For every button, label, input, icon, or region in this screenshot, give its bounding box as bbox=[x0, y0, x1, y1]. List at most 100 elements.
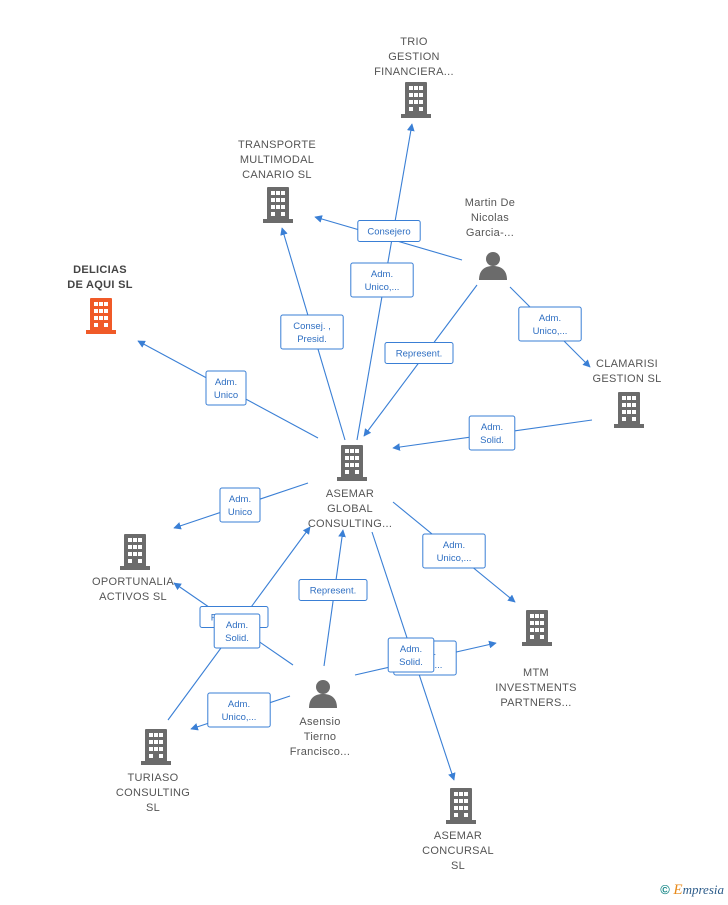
node-label: FINANCIERA... bbox=[374, 66, 454, 78]
edge-label-e12[interactable]: Adm. Solid. bbox=[213, 613, 261, 649]
node-asensio[interactable]: AsensioTiernoFrancisco... bbox=[290, 680, 350, 758]
node-label: Garcia-... bbox=[466, 227, 514, 239]
building-icon bbox=[141, 729, 171, 765]
node-label: CANARIO SL bbox=[242, 169, 312, 181]
node-label: Martin De bbox=[465, 197, 515, 209]
edge-label-text: Unico,... bbox=[437, 553, 472, 564]
edge-label-box bbox=[384, 342, 454, 364]
edge-label-text: Unico,... bbox=[222, 712, 257, 723]
node-label: CLAMARISI bbox=[596, 358, 658, 370]
node-label: INVESTMENTS bbox=[495, 682, 577, 694]
edge-label-e9[interactable]: Adm. Unico,... bbox=[422, 533, 486, 569]
edge-label-text: Adm. bbox=[228, 699, 250, 710]
node-label: Asensio bbox=[299, 716, 340, 728]
node-concursal[interactable]: ASEMAR CONCURSAL SL bbox=[422, 788, 494, 872]
node-mtm[interactable]: MTM INVESTMENTS PARTNERS... bbox=[495, 610, 577, 709]
copyright-icon: © bbox=[660, 882, 670, 897]
edge-label-text: Unico bbox=[228, 507, 252, 518]
node-label: MULTIMODAL bbox=[240, 154, 314, 166]
node-label: Tierno bbox=[304, 731, 337, 743]
building-icon bbox=[446, 788, 476, 824]
building-icon bbox=[120, 534, 150, 570]
building-icon bbox=[614, 392, 644, 428]
edge-label-e10[interactable]: Represent. bbox=[298, 579, 368, 601]
node-label: ACTIVOS SL bbox=[99, 591, 167, 603]
edge-label-box bbox=[468, 415, 516, 451]
node-label: Nicolas bbox=[471, 212, 509, 224]
edge-label-e5[interactable]: Represent. bbox=[384, 342, 454, 364]
edge-label-e8[interactable]: Adm. Unico bbox=[219, 487, 261, 523]
edge-label-text: Adm. bbox=[226, 620, 248, 631]
edge-label-e1[interactable]: Adm. Unico,... bbox=[350, 262, 414, 298]
person-icon bbox=[309, 680, 337, 708]
edge-label-text: Represent. bbox=[310, 586, 356, 597]
nodes-layer: TRIO GESTION FINANCIERA... TRANSPORTE MULTIM… bbox=[67, 36, 661, 872]
node-label: Francisco... bbox=[290, 746, 350, 758]
node-label: SL bbox=[146, 802, 160, 814]
node-label: GLOBAL bbox=[327, 503, 373, 515]
edge-label-box bbox=[213, 613, 261, 649]
edge-label-e7[interactable]: Adm. Solid. bbox=[468, 415, 516, 451]
node-label: DELICIAS bbox=[73, 264, 127, 276]
edge-label-text: Adm. bbox=[481, 422, 503, 433]
edge-label-e4[interactable]: Consejero bbox=[357, 220, 421, 242]
edge-label-text: Unico bbox=[214, 390, 238, 401]
edge-label-box bbox=[207, 692, 271, 728]
edge-label-e13[interactable]: Adm. Unico,... bbox=[207, 692, 271, 728]
node-label: SL bbox=[451, 860, 465, 872]
node-label: PARTNERS... bbox=[500, 697, 571, 709]
empresia-watermark[interactable]: © Empresia bbox=[660, 882, 724, 899]
node-label: TURIASO bbox=[128, 772, 179, 784]
node-label: GESTION bbox=[388, 51, 440, 63]
node-label: CONCURSAL bbox=[422, 845, 494, 857]
node-label: TRANSPORTE bbox=[238, 139, 316, 151]
node-label: CONSULTING... bbox=[308, 518, 392, 530]
edge-label-box bbox=[357, 220, 421, 242]
edge-label-text: Adm. bbox=[371, 269, 393, 280]
edge-label-e6[interactable]: Adm. Unico,... bbox=[518, 306, 582, 342]
edge-label-box bbox=[219, 487, 261, 523]
building-icon bbox=[522, 610, 552, 646]
edge-label-text: Presid. bbox=[297, 334, 327, 345]
node-martin[interactable]: Martin De NicolasGarcia-... bbox=[465, 197, 515, 280]
edge-label-box bbox=[518, 306, 582, 342]
edge-label-text: Adm. bbox=[215, 377, 237, 388]
node-label: ASEMAR bbox=[326, 488, 374, 500]
edge-label-text: Consej. , bbox=[293, 321, 331, 332]
building-icon bbox=[401, 82, 431, 118]
brand-name: mpresia bbox=[682, 882, 724, 897]
node-label: ASEMAR bbox=[434, 830, 482, 842]
node-label: CONSULTING bbox=[116, 787, 190, 799]
edge-label-box bbox=[350, 262, 414, 298]
edge-label-text: Adm. bbox=[400, 644, 422, 655]
node-turiaso[interactable]: TURIASO CONSULTING SL bbox=[116, 729, 190, 814]
edge-labels-layer: Adm. Unico,... Consej. , Presid. Adm. Unico Co… bbox=[199, 220, 582, 728]
node-label: MTM bbox=[523, 667, 549, 679]
edge-label-text: Solid. bbox=[399, 657, 423, 668]
edge-label-e2[interactable]: Consej. , Presid. bbox=[280, 314, 344, 350]
node-asemar[interactable]: ASEMAR GLOBAL CONSULTING... bbox=[308, 445, 392, 530]
edge-label-text: Adm. bbox=[539, 313, 561, 324]
edge-label-e15[interactable]: Adm. Solid. bbox=[387, 637, 435, 673]
edge-label-box bbox=[387, 637, 435, 673]
edge-label-box bbox=[298, 579, 368, 601]
node-transporte[interactable]: TRANSPORTE MULTIMODAL CANARIO SL bbox=[238, 139, 316, 223]
edge-label-box bbox=[422, 533, 486, 569]
node-label: TRIO bbox=[400, 36, 428, 48]
edge-label-text: Solid. bbox=[480, 435, 504, 446]
person-icon bbox=[479, 252, 507, 280]
node-trio[interactable]: TRIO GESTION FINANCIERA... bbox=[374, 36, 454, 118]
edge-label-box bbox=[280, 314, 344, 350]
edge-label-text: Solid. bbox=[225, 633, 249, 644]
edge-label-text: Adm. bbox=[443, 540, 465, 551]
edge-label-text: Represent. bbox=[396, 349, 442, 360]
edge-label-text: Adm. bbox=[229, 494, 251, 505]
edge-label-text: Unico,... bbox=[365, 282, 400, 293]
edge-label-text: Unico,... bbox=[533, 326, 568, 337]
edge-label-e3[interactable]: Adm. Unico bbox=[205, 370, 247, 406]
building-icon bbox=[86, 298, 116, 334]
